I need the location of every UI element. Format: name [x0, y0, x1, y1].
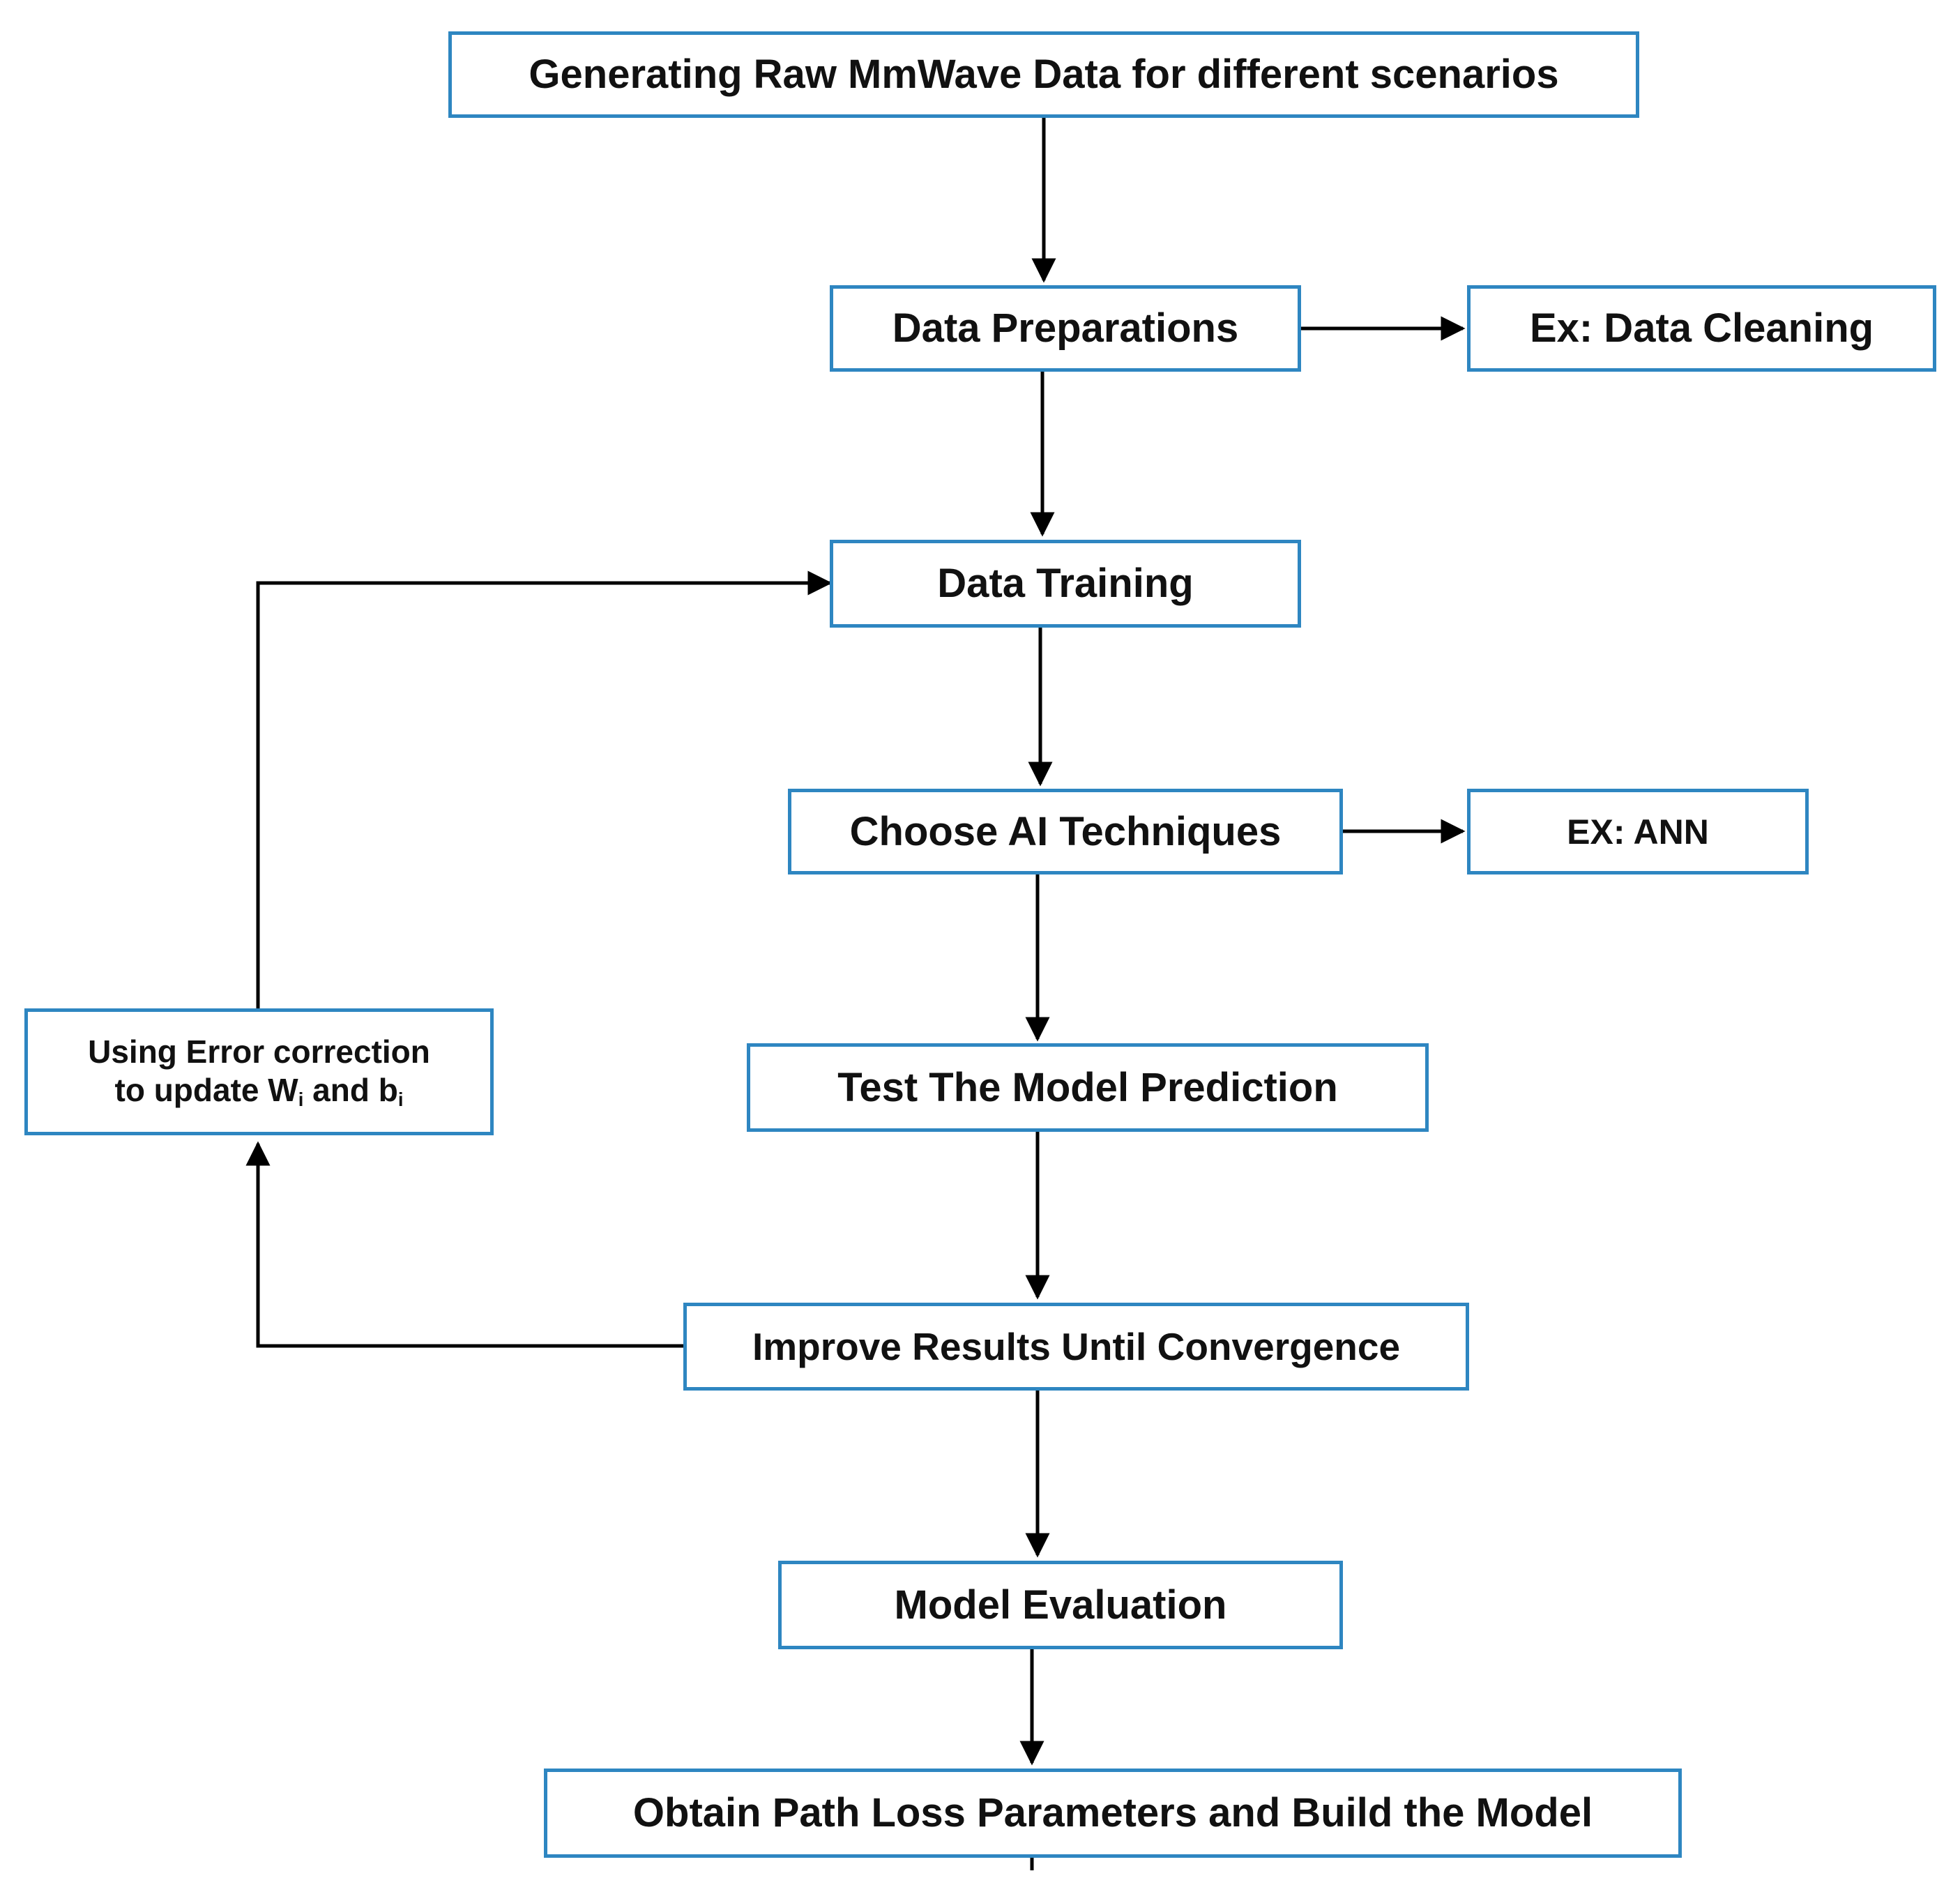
box-error-correction-line2: to update Wi and bi: [115, 1071, 404, 1111]
box-model-evaluation-label: Model Evaluation: [894, 1582, 1227, 1628]
box-model-evaluation: Model Evaluation: [778, 1561, 1343, 1649]
error-line2-mid: and b: [303, 1072, 398, 1109]
box-improve-results: Improve Results Until Convergence: [683, 1303, 1469, 1391]
weight-subscript: i: [298, 1088, 304, 1110]
box-choose-ai-techniques: Choose AI Techniques: [788, 789, 1343, 874]
bias-subscript: i: [397, 1088, 404, 1110]
box-improve-results-label: Improve Results Until Convergence: [752, 1325, 1401, 1368]
arrow-error-correction-to-training: [256, 570, 833, 1008]
box-data-preparations: Data Preparations: [830, 285, 1301, 372]
box-obtain-path-loss: Obtain Path Loss Parameters and Build th…: [544, 1769, 1682, 1858]
box-generate-data: Generating Raw MmWave Data for different…: [448, 31, 1639, 118]
box-data-cleaning: Ex: Data Cleaning: [1467, 285, 1936, 372]
box-error-correction: Using Error correction to update Wi and …: [24, 1008, 494, 1135]
box-data-training-label: Data Training: [937, 561, 1194, 607]
box-test-model-prediction-label: Test The Model Prediction: [837, 1064, 1338, 1110]
box-error-correction-line1: Using Error correction: [88, 1033, 430, 1070]
box-test-model-prediction: Test The Model Prediction: [747, 1043, 1429, 1132]
box-data-preparations-label: Data Preparations: [892, 305, 1239, 351]
error-line2-prefix: to update W: [114, 1072, 298, 1109]
box-ex-ann-label: EX: ANN: [1567, 812, 1709, 851]
box-data-training: Data Training: [830, 540, 1301, 628]
arrow-improve-to-error-correction: [245, 1141, 683, 1348]
box-ex-ann: EX: ANN: [1467, 789, 1809, 874]
box-obtain-path-loss-label: Obtain Path Loss Parameters and Build th…: [632, 1790, 1593, 1836]
box-choose-ai-techniques-label: Choose AI Techniques: [849, 808, 1282, 854]
box-data-cleaning-label: Ex: Data Cleaning: [1529, 305, 1874, 351]
box-generate-data-label: Generating Raw MmWave Data for different…: [529, 52, 1559, 98]
